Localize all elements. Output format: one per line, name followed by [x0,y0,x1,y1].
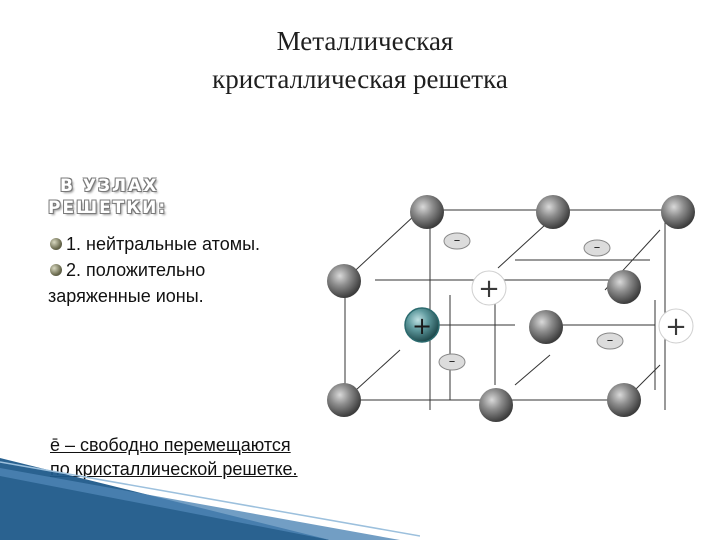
electron [583,239,611,257]
neutral-atoms [327,195,695,422]
title-line-1: Металлическая [276,26,454,56]
lattice-nodes-list: 1. нейтральные атомы. 2. положительно за… [48,231,348,309]
electron-minus-sign: – [594,240,601,255]
neutral-atom [536,195,570,229]
lattice-edge [497,224,546,269]
corner-accent-line [0,461,420,537]
section-heading: В УЗЛАХ РЕШЕТКИ: [48,175,167,219]
positive-ion-highlighted [404,307,440,343]
lattice-edge [514,354,551,386]
electron-minus-sign: – [454,233,461,248]
free-electrons: – – – – [438,232,624,371]
lattice-lines [344,209,666,410]
electron-note: ē – свободно перемещаются по кристалличе… [50,433,298,481]
bullet-icon [50,238,62,250]
lattice-edge [344,214,416,281]
note-line-2: по кристаллической решетке. [50,459,298,479]
electron [438,353,466,371]
neutral-atom [327,264,361,298]
electron [443,232,471,250]
title-line-2: кристаллическая решетка [212,64,508,94]
list-item: 2. положительно заряженные ионы. [48,257,348,309]
neutral-atom [327,383,361,417]
note-line-1: ē – свободно перемещаются [50,435,291,455]
ion-plus-sign: + [412,312,432,340]
neutral-atom [607,383,641,417]
metal-lattice-diagram: + + + – – – – [327,195,695,422]
neutral-atom [661,195,695,229]
electron [596,332,624,350]
heading-line-2: РЕШЕТКИ: [48,198,168,218]
positive-ion [658,308,694,344]
item-2-text-line-2: заряженные ионы. [48,286,204,306]
neutral-atom [479,388,513,422]
item-1-text: 1. нейтральные атомы. [66,234,261,254]
neutral-atom [607,270,641,304]
electron-minus-sign: – [449,354,456,369]
neutral-atom [410,195,444,229]
neutral-atom [529,310,563,344]
ion-plus-sign: + [665,312,687,342]
positive-ion [471,270,507,306]
positive-ions: + + + [404,270,694,344]
corner-wedge-light [0,468,400,540]
bullet-icon [50,264,62,276]
ion-plus-sign: + [478,274,500,304]
list-item: 1. нейтральные атомы. [48,231,348,257]
corner-decoration [0,458,420,540]
heading-line-1: В УЗЛАХ [60,176,159,196]
electron-minus-sign: – [607,333,614,348]
slide-title: Металлическая кристаллическая решетка [0,22,720,98]
item-2-text-line-1: 2. положительно [66,260,206,280]
